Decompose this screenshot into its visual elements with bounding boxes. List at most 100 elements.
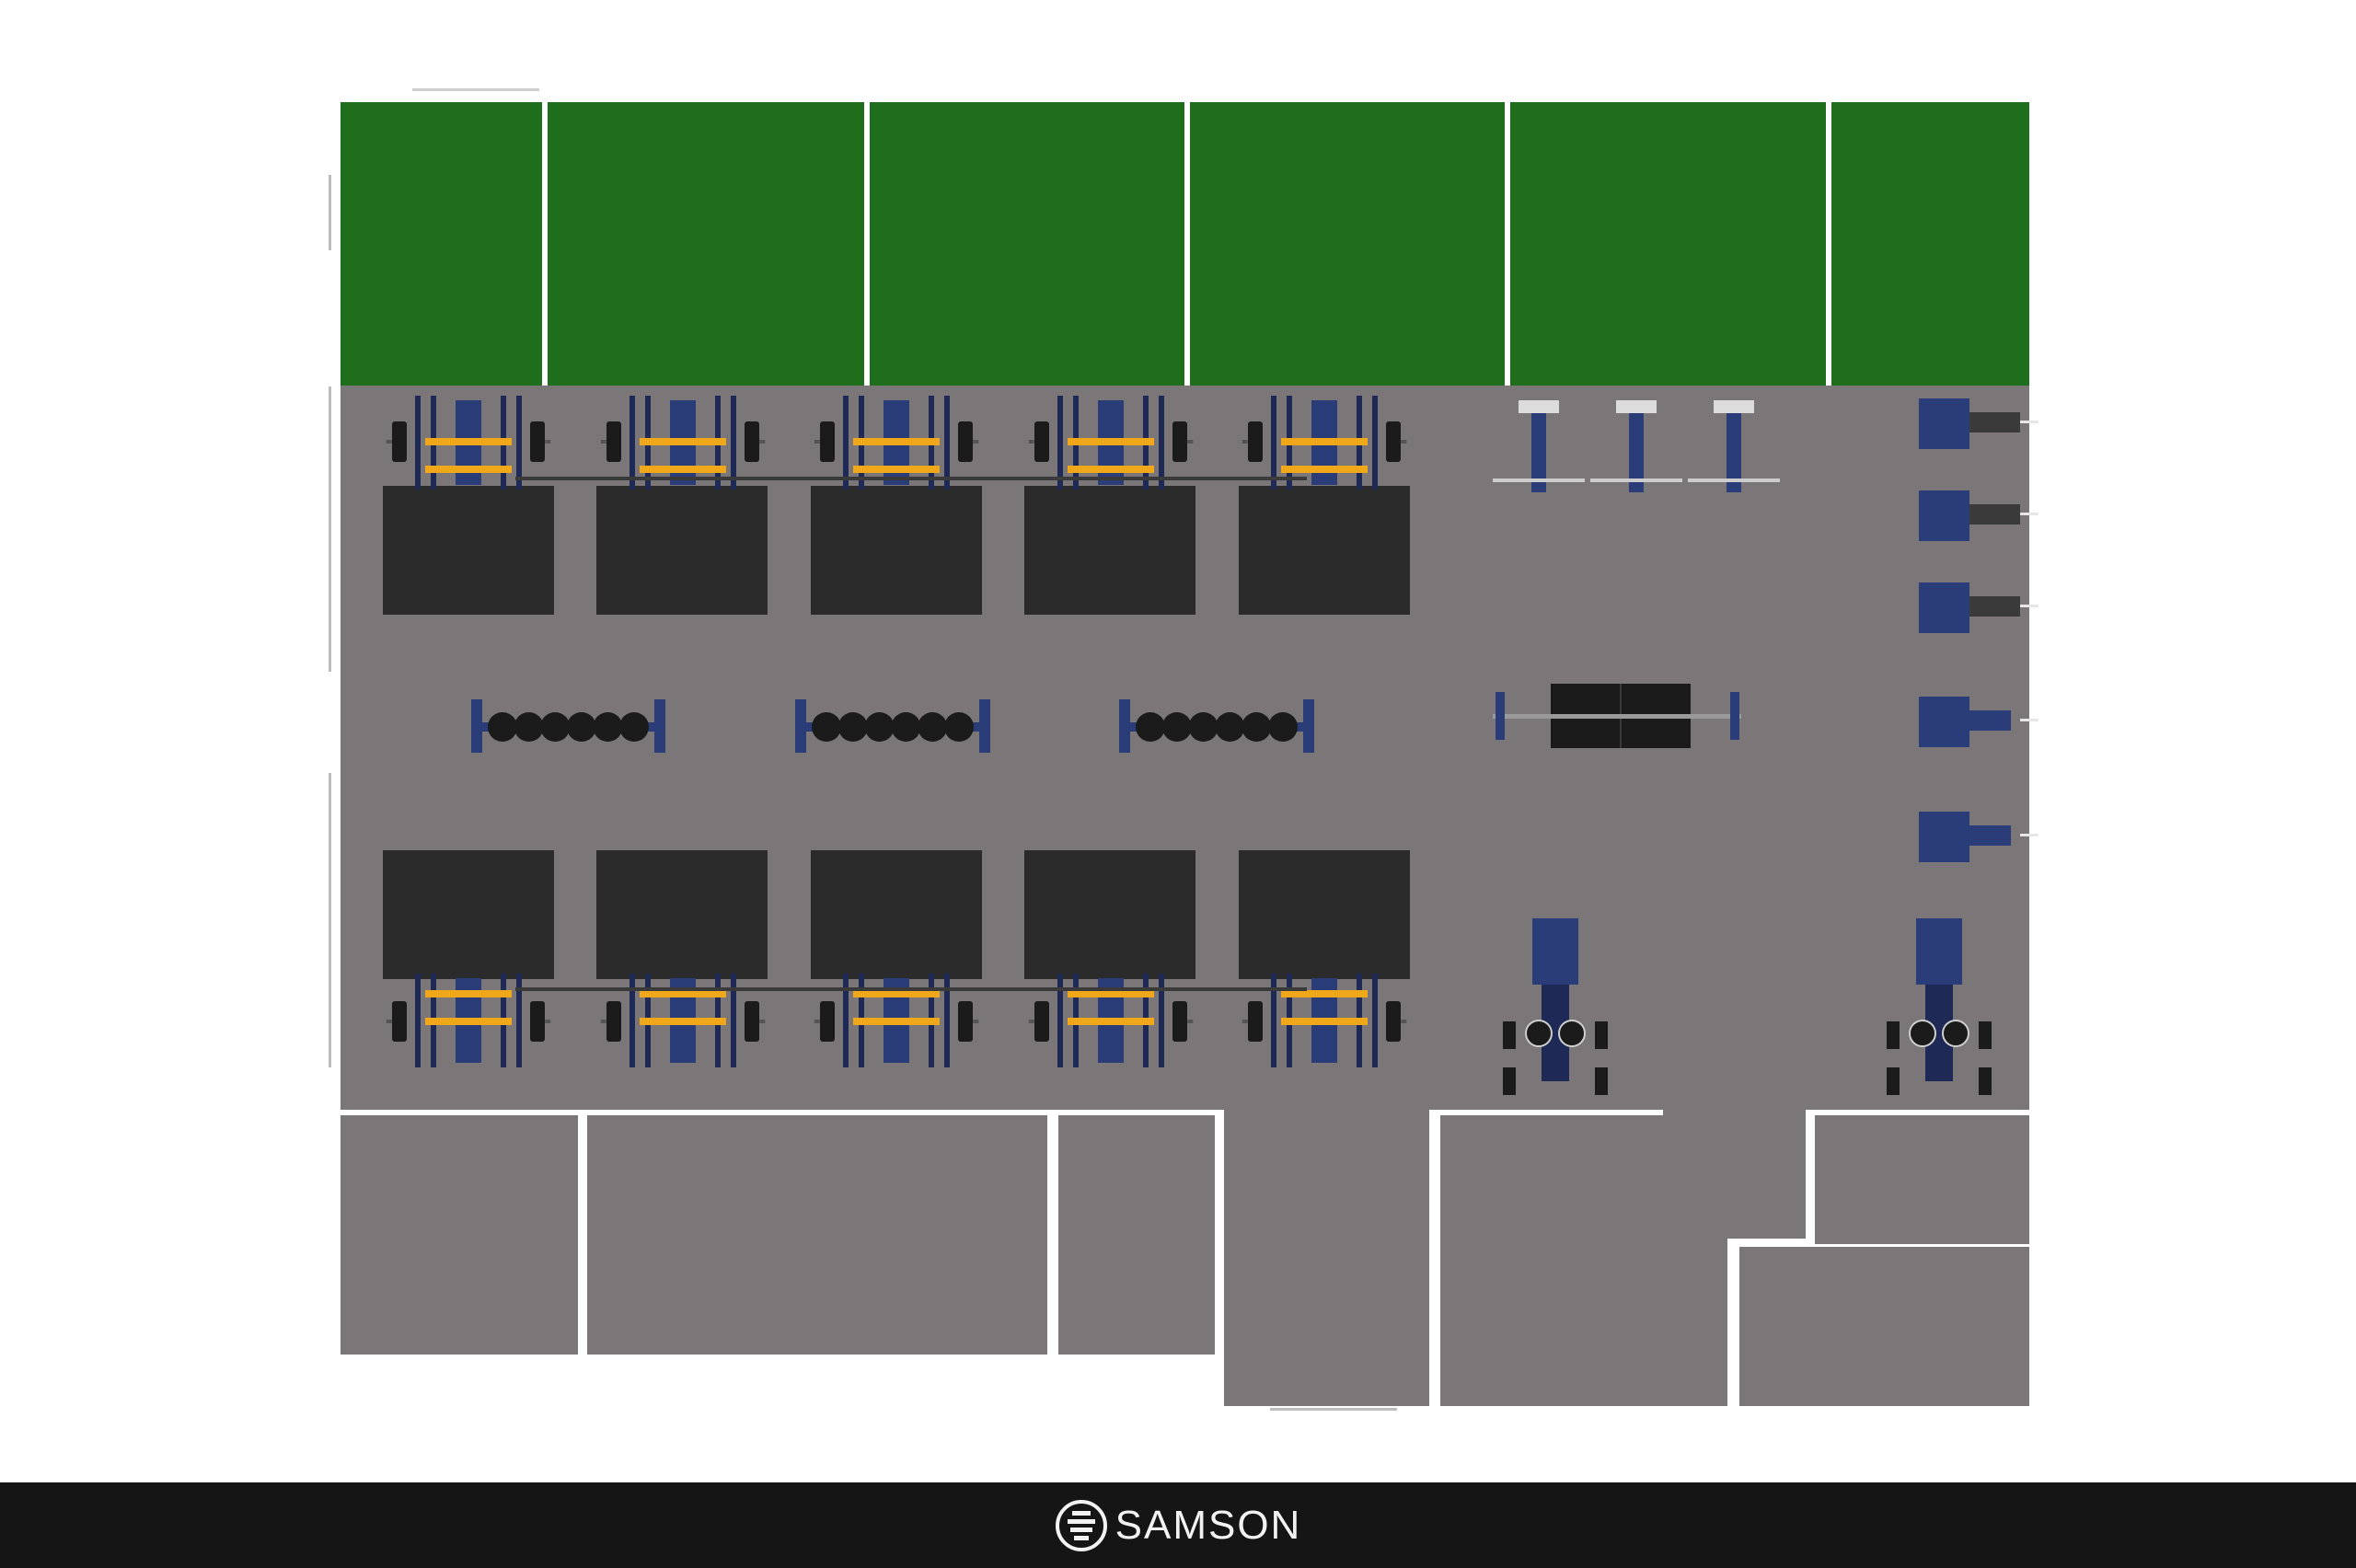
gym-floor-plan <box>329 88 2038 1411</box>
barbell <box>853 466 940 473</box>
weight-plate <box>392 421 407 462</box>
rack-upright <box>843 396 849 490</box>
bar-end <box>1242 440 1248 444</box>
turf-divider-line <box>1184 102 1190 386</box>
platform-top <box>1024 486 1195 615</box>
room-floor <box>1224 1110 1429 1406</box>
weight-plate <box>1503 1021 1516 1049</box>
platform-top <box>811 486 982 615</box>
bar-end <box>973 440 979 444</box>
dumbbell-rack <box>471 699 665 753</box>
barbell <box>640 990 726 997</box>
brand-logo: SAMSON <box>1055 1499 1302 1552</box>
bar-end <box>386 440 392 444</box>
barbell <box>1281 466 1368 473</box>
machine-handle <box>2020 513 2038 515</box>
power-rack-bottom <box>386 974 551 1067</box>
weight-plate <box>392 1001 407 1042</box>
platform-stand <box>1496 692 1505 740</box>
footer-bar: SAMSON <box>0 1482 2356 1568</box>
weight-plate <box>1386 1001 1401 1042</box>
leg-press-seat <box>1916 918 1962 985</box>
barbell <box>1068 990 1154 997</box>
power-rack-top <box>600 396 766 490</box>
platform-bottom <box>383 850 554 979</box>
power-rack-bottom <box>1028 974 1194 1067</box>
turf-area <box>341 88 2029 386</box>
rack-upright <box>516 974 522 1067</box>
rack-upright <box>843 974 849 1067</box>
platform-top <box>1239 486 1410 615</box>
lower-rooms <box>341 1110 2029 1411</box>
barbell <box>1281 990 1368 997</box>
bar-end <box>973 1020 979 1023</box>
weight-plate <box>1034 1001 1049 1042</box>
weight-plate <box>1887 1067 1900 1095</box>
rack-upright <box>731 396 736 490</box>
rack-end <box>979 699 990 753</box>
bar-end <box>814 1020 820 1023</box>
dumbbell <box>944 712 974 742</box>
power-rack-bottom <box>600 974 766 1067</box>
platform-top <box>383 486 554 615</box>
bar-end <box>600 1020 606 1023</box>
room-edge-line <box>1270 1408 1397 1411</box>
weight-plate <box>820 421 835 462</box>
weight-plate <box>1595 1021 1608 1049</box>
barbell <box>425 466 512 473</box>
rack-end <box>654 699 665 753</box>
room-floor <box>341 1115 578 1355</box>
platform-bottom <box>1239 850 1410 979</box>
dumbbell <box>1136 712 1165 742</box>
dumbbell <box>864 712 895 742</box>
barbell <box>1068 466 1154 473</box>
weight-plate <box>1595 1067 1608 1095</box>
weight-plate <box>1248 1001 1263 1042</box>
rack-upright <box>516 396 522 490</box>
platform-top <box>596 486 768 615</box>
lifting-platforms <box>383 486 1410 979</box>
side-machine <box>1919 490 2038 541</box>
machine-top <box>1616 400 1657 413</box>
machine-stack <box>1969 710 2011 731</box>
platform-bottom <box>596 850 768 979</box>
dumbbell <box>1188 712 1218 742</box>
machine-column <box>1727 405 1741 492</box>
machine-handle <box>2020 834 2038 836</box>
wall-line <box>329 175 331 250</box>
rack-upright <box>1057 974 1063 1067</box>
platform-bottom <box>1024 850 1195 979</box>
rack-upright <box>1159 974 1164 1067</box>
weight-plate <box>745 1001 759 1042</box>
side-machine <box>1919 398 2038 449</box>
dumbbell <box>918 712 948 742</box>
samson-kettlebell-logo-icon <box>1055 1499 1107 1551</box>
rack-upright <box>1372 974 1378 1067</box>
wall-line <box>329 773 331 1067</box>
dumbbell <box>1215 712 1245 742</box>
weight-plate <box>1248 421 1263 462</box>
dumbbell <box>812 712 841 742</box>
room-floor <box>1058 1115 1215 1355</box>
dumbbell <box>1268 712 1298 742</box>
barbell <box>1068 438 1154 445</box>
rack-upright <box>1372 396 1378 490</box>
weight-plate <box>1172 421 1187 462</box>
rack-upright <box>731 974 736 1067</box>
bar-end <box>1028 1020 1034 1023</box>
machine-base-bar <box>1688 478 1780 482</box>
barbell <box>640 466 726 473</box>
dumbbell-rack <box>1119 699 1314 753</box>
weight-plate <box>1386 421 1401 462</box>
power-rack-bottom <box>814 974 979 1067</box>
dumbbell <box>566 712 596 742</box>
machine-seat <box>1919 582 1969 633</box>
machine-seat <box>1919 490 1969 541</box>
rack-end <box>471 699 482 753</box>
weight-plate <box>606 421 621 462</box>
machine-base-bar <box>1493 478 1585 482</box>
upright-machine <box>1590 400 1682 492</box>
weight-plate <box>530 1001 545 1042</box>
machine-seat <box>1919 812 1969 862</box>
dumbbell <box>488 712 517 742</box>
